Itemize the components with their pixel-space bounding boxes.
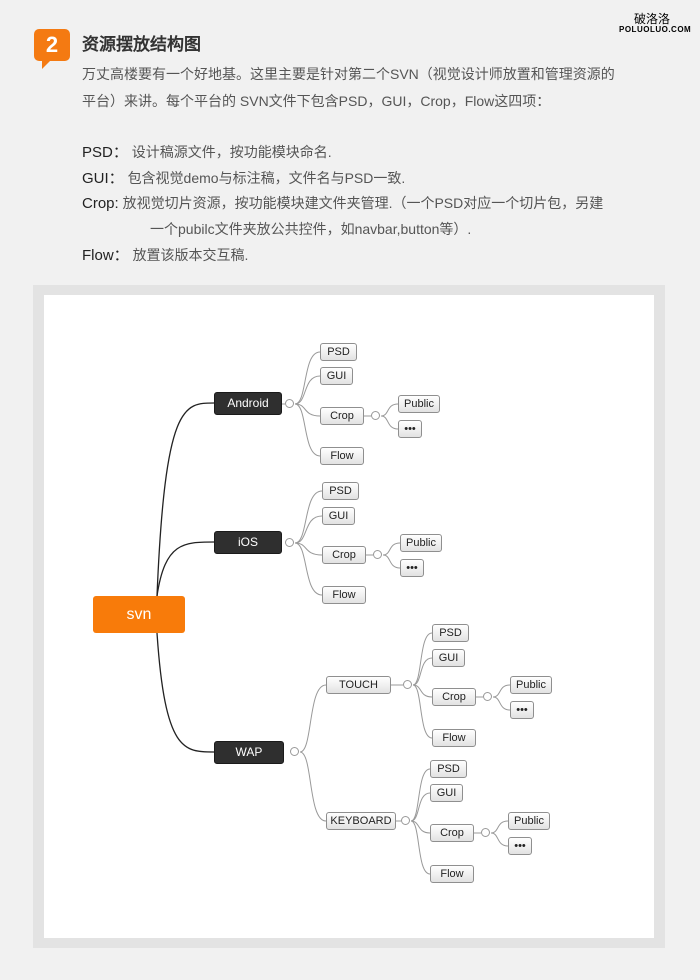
node-flow: Flow bbox=[432, 729, 476, 747]
section-number-badge: 2 bbox=[34, 29, 70, 69]
definition-crop-cont: 一个pubilc文件夹放公共控件，如navbar,button等）. bbox=[150, 219, 471, 239]
term: GUI： bbox=[82, 170, 124, 187]
collapse-toggle-icon[interactable] bbox=[403, 680, 412, 689]
node-more: ••• bbox=[400, 559, 424, 577]
node-touch: TOUCH bbox=[326, 676, 391, 694]
node-psd: PSD bbox=[432, 624, 469, 642]
section-title: 资源摆放结构图 bbox=[82, 35, 201, 54]
collapse-toggle-icon[interactable] bbox=[483, 692, 492, 701]
definition-text: 一个pubilc文件夹放公共控件，如navbar,button等）. bbox=[150, 221, 472, 237]
collapse-toggle-icon[interactable] bbox=[285, 399, 294, 408]
watermark-cn: 破洛洛 bbox=[634, 12, 671, 26]
definition-gui: GUI： 包含视觉demo与标注稿，文件名与PSD一致. bbox=[82, 167, 405, 188]
term: Flow： bbox=[82, 247, 129, 264]
definition-text: 放置该版本交互稿. bbox=[132, 247, 249, 263]
intro-line: 平台）来讲。每个平台的 SVN文件下包含PSD，GUI，Crop，Flow这四项… bbox=[82, 93, 551, 109]
node-flow: Flow bbox=[322, 586, 366, 604]
node-more: ••• bbox=[510, 701, 534, 719]
node-crop: Crop bbox=[322, 546, 366, 564]
term: Crop: bbox=[82, 195, 119, 212]
node-crop: Crop bbox=[320, 407, 364, 425]
node-keyboard: KEYBOARD bbox=[326, 812, 396, 830]
collapse-toggle-icon[interactable] bbox=[371, 411, 380, 420]
node-psd: PSD bbox=[430, 760, 467, 778]
collapse-toggle-icon[interactable] bbox=[373, 550, 382, 559]
node-wap: WAP bbox=[214, 741, 284, 764]
definition-text: 设计稿源文件，按功能模块命名. bbox=[131, 144, 332, 160]
intro-line: 万丈高楼要有一个好地基。这里主要是针对第二个SVN（视觉设计师放置和管理资源的 bbox=[82, 66, 615, 82]
node-more: ••• bbox=[398, 420, 422, 438]
node-gui: GUI bbox=[322, 507, 355, 525]
node-gui: GUI bbox=[320, 367, 353, 385]
node-crop: Crop bbox=[430, 824, 474, 842]
node-crop: Crop bbox=[432, 688, 476, 706]
node-flow: Flow bbox=[430, 865, 474, 883]
definition-text: 放视觉切片资源，按功能模块建文件夹管理.（一个PSD对应一个切片包，另建 bbox=[122, 195, 604, 211]
collapse-toggle-icon[interactable] bbox=[401, 816, 410, 825]
watermark-en: POLUOLUO.COM bbox=[619, 25, 692, 34]
node-ios: iOS bbox=[214, 531, 282, 554]
definition-flow: Flow： 放置该版本交互稿. bbox=[82, 244, 248, 265]
definition-text: 包含视觉demo与标注稿，文件名与PSD一致. bbox=[127, 170, 406, 186]
collapse-toggle-icon[interactable] bbox=[285, 538, 294, 547]
collapse-toggle-icon[interactable] bbox=[481, 828, 490, 837]
node-public: Public bbox=[400, 534, 442, 552]
node-more: ••• bbox=[508, 837, 532, 855]
node-public: Public bbox=[508, 812, 550, 830]
node-gui: GUI bbox=[432, 649, 465, 667]
term: PSD： bbox=[82, 144, 128, 161]
definition-psd: PSD： 设计稿源文件，按功能模块命名. bbox=[82, 141, 332, 162]
node-flow: Flow bbox=[320, 447, 364, 465]
node-psd: PSD bbox=[320, 343, 357, 361]
collapse-toggle-icon[interactable] bbox=[290, 747, 299, 756]
node-svn: svn bbox=[93, 596, 185, 633]
node-psd: PSD bbox=[322, 482, 359, 500]
node-public: Public bbox=[398, 395, 440, 413]
node-gui: GUI bbox=[430, 784, 463, 802]
node-android: Android bbox=[214, 392, 282, 415]
definition-crop: Crop: 放视觉切片资源，按功能模块建文件夹管理.（一个PSD对应一个切片包，… bbox=[82, 193, 603, 213]
node-public: Public bbox=[510, 676, 552, 694]
